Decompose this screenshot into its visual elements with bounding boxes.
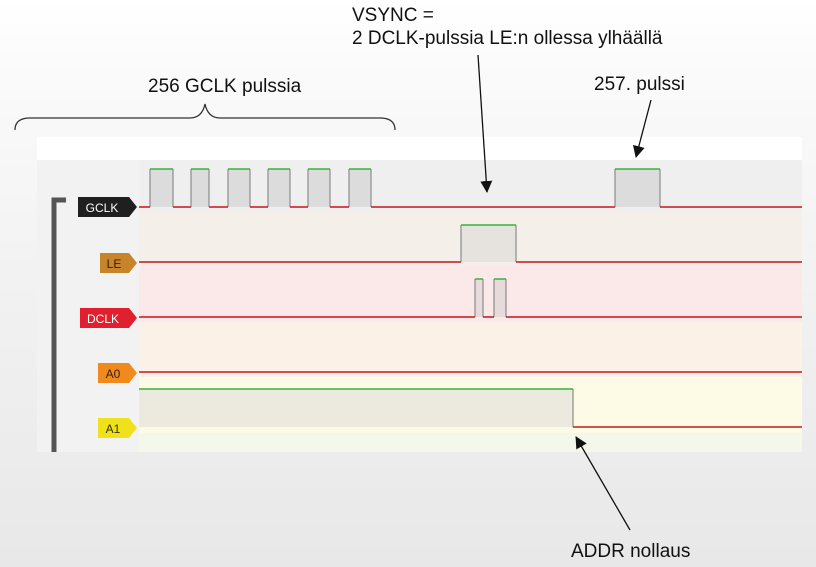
addr-reset-annotation: ADDR nollaus <box>571 541 691 562</box>
gclk-count-annotation: 256 GCLK pulssia <box>148 76 302 97</box>
signal-chip-a0[interactable]: A0 <box>98 363 137 383</box>
lane-dclk <box>139 266 802 322</box>
vsync-arrow <box>477 54 493 193</box>
vsync-annotation: VSYNC = 2 DCLK-pulssia LE:n ollessa ylhä… <box>352 4 663 50</box>
signal-chip-le[interactable]: LE <box>100 253 137 273</box>
pulse-257-annotation: 257. pulssi <box>594 74 685 95</box>
lane-a0 <box>139 322 802 377</box>
signal-chip-le-label: LE <box>107 257 122 271</box>
vsync-annotation-line1: VSYNC = <box>352 5 434 26</box>
pulse-257-arrow <box>632 99 652 158</box>
signal-chip-dclk[interactable]: DCLK <box>80 308 137 328</box>
a1-waveform <box>139 388 802 428</box>
signal-chip-gclk-label: GCLK <box>86 201 119 215</box>
dclk-waveform <box>139 278 802 318</box>
gclk-waveform <box>139 168 802 208</box>
gclk-count-brace <box>14 103 396 131</box>
signal-chip-a0-label: A0 <box>106 367 121 381</box>
signal-group-bracket <box>51 197 66 452</box>
panel-header-strip <box>37 137 802 160</box>
vsync-annotation-line2: 2 DCLK-pulssia LE:n ollessa ylhäällä <box>352 28 663 49</box>
lane-a1-lower <box>139 433 802 452</box>
signal-chip-a1-label: A1 <box>106 422 121 436</box>
signal-chip-a1[interactable]: A1 <box>98 418 137 438</box>
le-waveform <box>139 224 802 263</box>
signal-chip-dclk-label: DCLK <box>87 312 119 326</box>
signal-chip-gclk[interactable]: GCLK <box>78 197 137 217</box>
addr-reset-arrow <box>575 436 631 531</box>
